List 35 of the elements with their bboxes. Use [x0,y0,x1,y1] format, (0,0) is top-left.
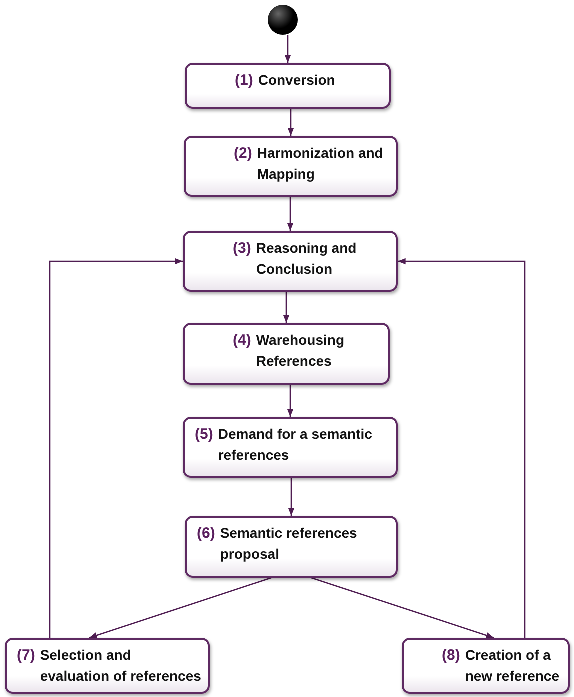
step-label: Warehousing References [256,331,346,371]
step-number: (5) [195,425,214,445]
arrow [287,197,294,231]
step-label: Conversion [258,71,336,90]
step-number: (4) [233,331,252,351]
step-label: Reasoning and Conclusion [256,239,358,279]
arrow [89,577,272,639]
step-label: Semantic references proposal [220,524,358,564]
step-label: Demand for a semantic references [218,425,374,465]
step-number: (7) [17,646,36,666]
process-box [185,63,391,109]
process-box [5,638,210,694]
step-label: Selection and evaluation of references [40,646,202,686]
process-box [185,516,398,578]
step-label: Creation of a new reference [465,646,561,686]
arrow [284,35,292,63]
step-number: (2) [234,144,252,164]
process-box [402,638,570,694]
arrow [287,385,294,417]
step-number: (1) [235,71,254,91]
step-number: (6) [197,524,216,544]
arrow [283,292,290,323]
arrow [288,478,295,516]
process-box [183,323,390,385]
process-box [184,136,398,197]
step-number: (3) [233,239,252,259]
step-label: Harmonization and Mapping [257,144,384,184]
step-number: (8) [442,646,460,666]
process-box [183,417,398,478]
arrow [288,109,294,136]
arrow [49,258,183,638]
start-circle [268,5,298,35]
arrow [398,258,526,638]
process-box [183,231,398,292]
arrow [311,577,494,639]
